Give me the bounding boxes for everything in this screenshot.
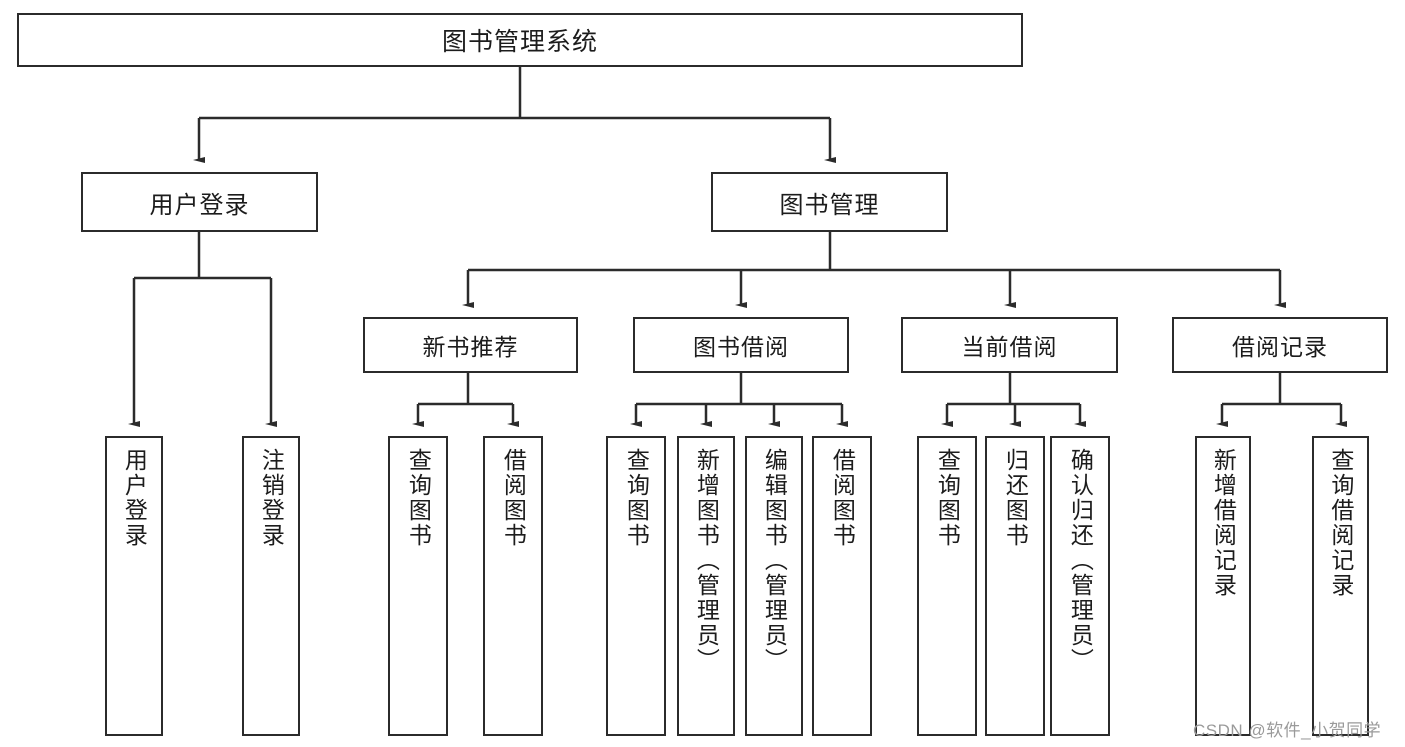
leaf-current-borrow-confirm-return[interactable]: 确认归还（管理员） — [1050, 436, 1110, 736]
leaf-borrow-record-add[interactable]: 新增借阅记录 — [1195, 436, 1251, 736]
node-label: 图书借阅 — [693, 334, 789, 360]
node-label: 用户登录 — [121, 448, 148, 548]
leaf-new-book-query[interactable]: 查询图书 — [388, 436, 448, 736]
leaf-book-borrow-edit[interactable]: 编辑图书（管理员） — [745, 436, 803, 736]
node-borrow-record[interactable]: 借阅记录 — [1172, 317, 1388, 373]
node-label: 确认归还（管理员） — [1067, 448, 1094, 673]
node-label: 新书推荐 — [422, 334, 519, 360]
leaf-current-borrow-return[interactable]: 归还图书 — [985, 436, 1045, 736]
leaf-current-borrow-query[interactable]: 查询图书 — [917, 436, 977, 736]
node-label: 编辑图书（管理员） — [761, 448, 788, 673]
node-root-system[interactable]: 图书管理系统 — [17, 13, 1023, 67]
leaf-new-book-borrow[interactable]: 借阅图书 — [483, 436, 543, 736]
node-label: 用户登录 — [149, 191, 250, 219]
leaf-book-borrow-lend[interactable]: 借阅图书 — [812, 436, 872, 736]
node-label: 图书管理 — [779, 191, 880, 219]
node-label: 查询图书 — [934, 448, 961, 548]
node-label: 查询图书 — [405, 448, 432, 548]
node-label: 借阅图书 — [829, 448, 856, 548]
node-label: 图书管理系统 — [441, 28, 598, 56]
leaf-user-login-signout[interactable]: 注销登录 — [242, 436, 300, 736]
leaf-book-borrow-query[interactable]: 查询图书 — [606, 436, 666, 736]
leaf-user-login-signin[interactable]: 用户登录 — [105, 436, 163, 736]
node-user-login[interactable]: 用户登录 — [81, 172, 318, 232]
leaf-borrow-record-query[interactable]: 查询借阅记录 — [1312, 436, 1369, 736]
node-label: 查询图书 — [623, 448, 650, 548]
node-label: 查询借阅记录 — [1327, 448, 1354, 598]
node-label: 当前借阅 — [961, 334, 1058, 360]
leaf-book-borrow-add[interactable]: 新增图书（管理员） — [677, 436, 735, 736]
node-book-management[interactable]: 图书管理 — [711, 172, 948, 232]
node-label: 注销登录 — [258, 448, 285, 548]
node-new-book-recommend[interactable]: 新书推荐 — [363, 317, 578, 373]
node-book-borrow[interactable]: 图书借阅 — [633, 317, 849, 373]
node-label: 借阅图书 — [500, 448, 527, 548]
node-label: 新增借阅记录 — [1210, 448, 1237, 598]
node-label: 借阅记录 — [1232, 334, 1328, 360]
node-label: 新增图书（管理员） — [693, 448, 720, 673]
node-label: 归还图书 — [1002, 448, 1029, 548]
node-current-borrow[interactable]: 当前借阅 — [901, 317, 1118, 373]
watermark-text: CSDN @软件_小贺同学 — [1193, 721, 1382, 740]
